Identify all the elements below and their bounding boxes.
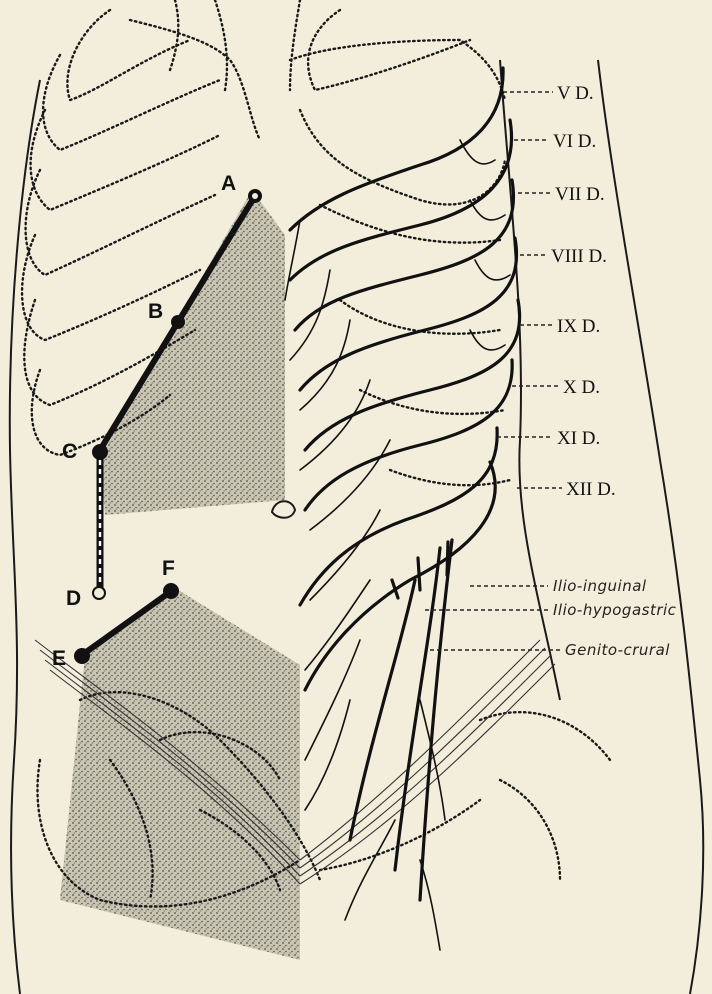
point-d-label: D [66,587,81,610]
nerve-label-vii: VII D. [555,184,605,205]
point-c-marker [92,444,108,460]
point-e-marker [74,648,90,664]
point-d-marker [93,587,105,599]
point-b-label: B [148,300,163,323]
nerve-label-leaders [425,92,562,650]
nerve-label-v: V D. [557,83,594,104]
nerve-label-xii: XII D. [566,479,616,500]
nerve-label-xi: XI D. [557,428,600,449]
nerve-label-viii: VIII D. [551,246,607,267]
nerve-branches [285,140,510,950]
anesthesia-region-upper [100,190,285,515]
navel [272,501,295,518]
nerve-label-vi: VI D. [553,131,596,152]
genito-crural-label: Genito-crural [565,641,670,659]
point-c-label: C [62,440,77,463]
point-b-marker [171,315,185,329]
nerve-label-x: X D. [563,377,600,398]
ilio-hypogastric-label: Ilio-hypogastric [553,601,677,619]
point-f-marker [163,583,179,599]
point-f-label: F [162,557,175,580]
point-a-label: A [221,172,236,195]
ilio-inguinal-label: Ilio-inguinal [553,577,647,595]
nerve-label-ix: IX D. [557,316,600,337]
point-e-label: E [52,647,66,670]
